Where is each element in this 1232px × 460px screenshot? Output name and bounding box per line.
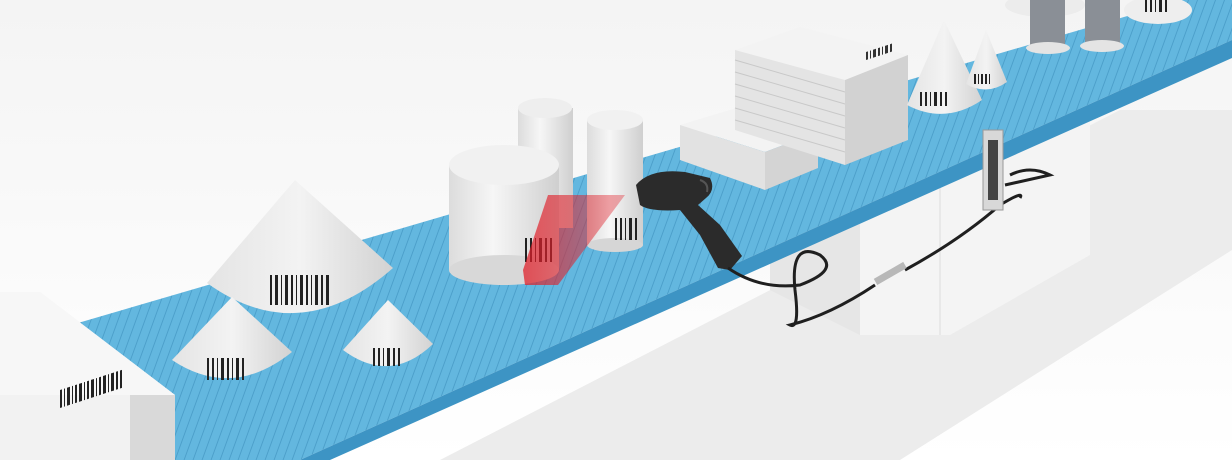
handheld-barcode-scanner <box>636 171 742 270</box>
cone-small <box>343 300 433 367</box>
scanner-base-station <box>982 129 1004 211</box>
barcode-icon <box>866 43 892 60</box>
cone-large <box>207 180 393 314</box>
cable-connector <box>873 261 907 285</box>
cone-medium <box>172 297 292 380</box>
far-objects <box>1005 0 1192 54</box>
cylinder-tall <box>587 110 643 252</box>
box-stack-large <box>734 27 908 165</box>
barcode-icon <box>60 369 122 408</box>
cone-back-large <box>907 20 982 114</box>
laser-beam <box>523 195 625 285</box>
box-large-front <box>0 292 175 460</box>
cone-back-small <box>966 30 1007 90</box>
